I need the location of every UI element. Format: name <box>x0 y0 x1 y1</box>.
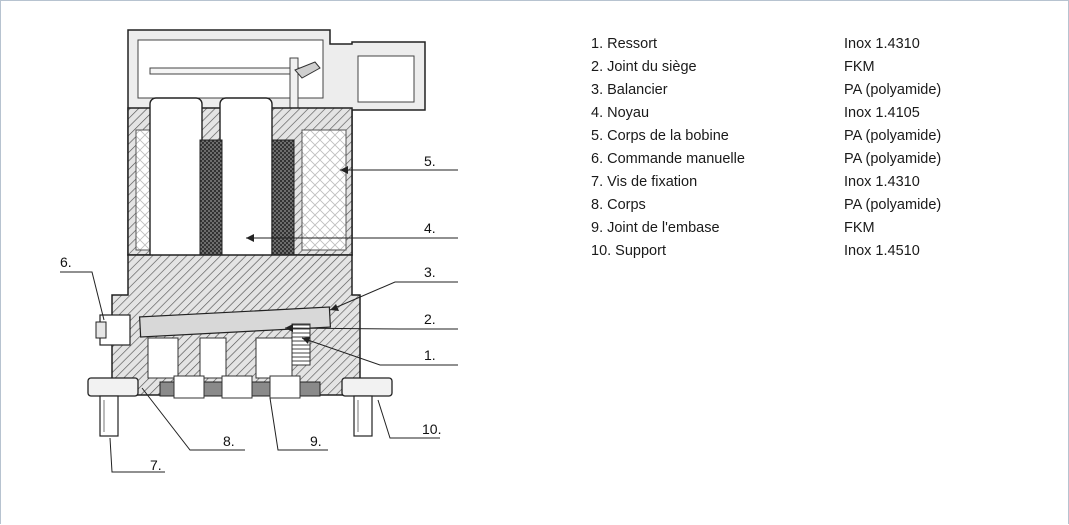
list-item: 7. Vis de fixation Inox 1.4310 <box>591 170 1024 193</box>
manual-override <box>95 314 131 346</box>
callout-3: 3. <box>424 264 436 280</box>
callout-8: 8. <box>223 433 235 449</box>
valve-body <box>111 254 361 399</box>
callout-9: 9. <box>310 433 322 449</box>
list-item: 6. Commande manuelle PA (polyamide) <box>591 147 1024 170</box>
part-material: Inox 1.4310 <box>844 35 920 52</box>
valve-cross-section-diagram: 5. 4. 3. 2. 1. 6. 7. 8. 9. 10. <box>40 20 520 490</box>
list-item: 8. Corps PA (polyamide) <box>591 193 1024 216</box>
part-material: FKM <box>844 219 875 236</box>
part-name: 10. Support <box>591 242 666 259</box>
part-name: 9. Joint de l'embase <box>591 219 720 236</box>
callout-10: 10. <box>422 421 442 437</box>
part-name: 1. Ressort <box>591 35 658 52</box>
list-item: 2. Joint du siège FKM <box>591 55 1024 78</box>
callout-leader-lines <box>60 169 458 473</box>
supports-and-screws <box>87 377 393 437</box>
list-item: 4. Noyau Inox 1.4105 <box>591 101 1024 124</box>
list-item: 1. Ressort Inox 1.4310 <box>591 32 1024 55</box>
callout-1: 1. <box>424 347 436 363</box>
callout-7: 7. <box>150 457 162 473</box>
part-name: 8. Corps <box>591 196 646 213</box>
part-name: 2. Joint du siège <box>591 58 697 75</box>
part-name: 5. Corps de la bobine <box>591 127 729 144</box>
valve-cross-section-svg <box>60 29 458 473</box>
part-material: Inox 1.4510 <box>844 242 920 259</box>
part-material: PA (polyamide) <box>844 81 942 98</box>
list-item: 10. Support Inox 1.4510 <box>591 239 1024 262</box>
callout-6: 6. <box>60 254 72 270</box>
list-item: 9. Joint de l'embase FKM <box>591 216 1024 239</box>
part-material: PA (polyamide) <box>844 127 942 144</box>
part-name: 7. Vis de fixation <box>591 173 698 190</box>
callout-4: 4. <box>424 220 436 236</box>
part-material: Inox 1.4105 <box>844 104 920 121</box>
callout-5: 5. <box>424 153 436 169</box>
part-name: 4. Noyau <box>591 104 650 121</box>
part-material: PA (polyamide) <box>844 150 942 167</box>
part-material: FKM <box>844 58 875 75</box>
part-name: 3. Balancier <box>591 81 668 98</box>
part-name: 6. Commande manuelle <box>591 150 745 167</box>
list-item: 5. Corps de la bobine PA (polyamide) <box>591 124 1024 147</box>
callout-arrowheads <box>246 166 348 344</box>
part-material: PA (polyamide) <box>844 196 942 213</box>
list-item: 3. Balancier PA (polyamide) <box>591 78 1024 101</box>
part-material: Inox 1.4310 <box>844 173 920 190</box>
parts-materials-list: 1. Ressort Inox 1.4310 2. Joint du siège… <box>591 32 1024 262</box>
callout-2: 2. <box>424 311 436 327</box>
